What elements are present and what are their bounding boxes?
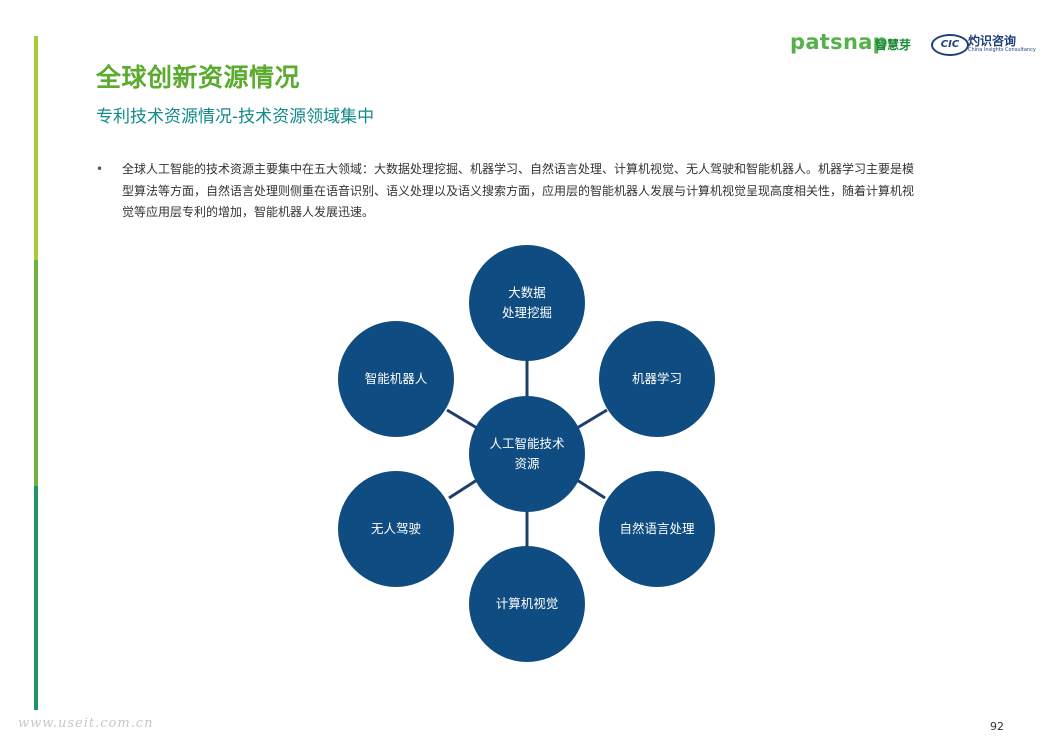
- node-machine-learning-label: 机器学习: [631, 371, 682, 386]
- bullet-marker: •: [96, 162, 104, 176]
- side-accent-bar-bottom: [34, 486, 38, 710]
- bullet-paragraph: 全球人工智能的技术资源主要集中在五大领域：大数据处理挖掘、机器学习、自然语言处理…: [122, 162, 915, 219]
- node-computer-vision-label: 计算机视觉: [495, 596, 559, 611]
- patsnap-logo: patsnap: [790, 30, 888, 54]
- node-big-data-line2: 处理挖掘: [501, 305, 552, 320]
- node-nlp: 自然语言处理: [599, 471, 715, 587]
- node-autonomous-driving: 无人驾驶: [338, 471, 454, 587]
- node-intelligent-robot: 智能机器人: [338, 321, 454, 437]
- side-accent-bar-middle: [34, 260, 38, 486]
- connector-lower-right: [576, 478, 606, 500]
- node-center-line2: 资源: [514, 456, 540, 471]
- cic-logo-en: China Insights Consultancy: [968, 47, 1036, 53]
- node-intelligent-robot-label: 智能机器人: [364, 371, 428, 386]
- node-nlp-label: 自然语言处理: [619, 521, 695, 536]
- node-center-line1: 人工智能技术: [489, 436, 565, 451]
- connector-upper-left: [446, 408, 478, 430]
- patsnap-logo-cn: 智慧芽: [875, 38, 912, 52]
- page-subtitle: 专利技术资源情况-技术资源领域集中: [96, 107, 375, 127]
- node-machine-learning: 机器学习: [599, 321, 715, 437]
- node-autonomous-driving-label: 无人驾驶: [370, 521, 421, 536]
- connector-upper-right: [576, 408, 608, 430]
- cic-logo-cn: 灼识咨询: [968, 34, 1017, 48]
- node-center-ai-resources: 人工智能技术资源: [469, 396, 585, 512]
- node-big-data: 大数据处理挖掘: [469, 245, 585, 361]
- cic-logo-mark: CIC: [931, 34, 969, 56]
- watermark-text: www.useit.com.cn: [18, 716, 154, 731]
- page-number: 92: [990, 720, 1004, 733]
- connector-lower-left: [448, 478, 478, 500]
- node-big-data-line1: 大数据: [508, 285, 546, 300]
- node-computer-vision: 计算机视觉: [469, 546, 585, 662]
- page-title: 全球创新资源情况: [96, 63, 301, 92]
- side-accent-bar-top: [34, 36, 38, 260]
